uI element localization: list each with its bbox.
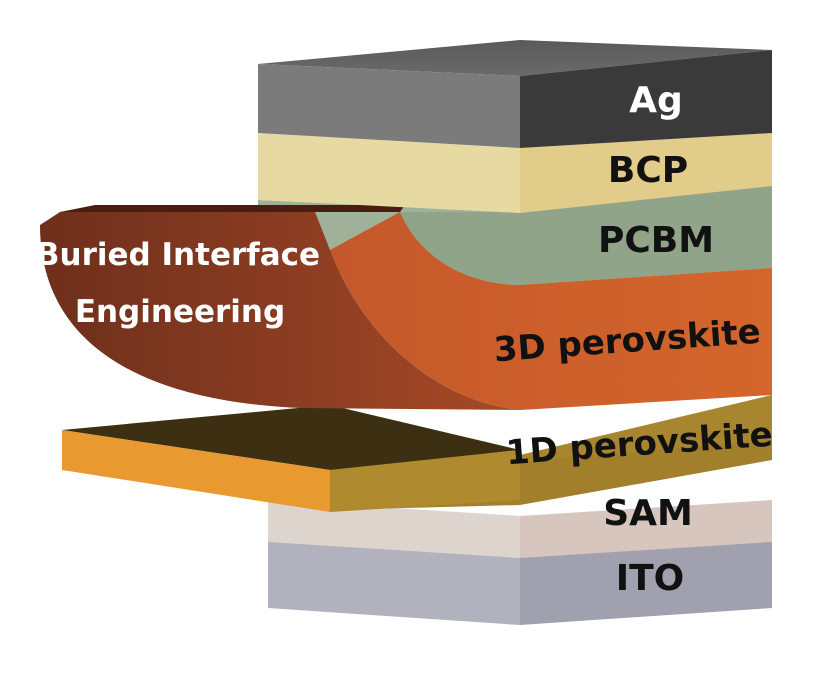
label-pcbm: PCBM bbox=[598, 220, 714, 261]
layer-bcp bbox=[258, 133, 772, 213]
callout-line-2: Engineering bbox=[75, 294, 285, 330]
layer-ag bbox=[258, 40, 772, 148]
label-ito: ITO bbox=[616, 558, 685, 599]
layer-1d-perovskite-slab bbox=[62, 405, 520, 512]
layer-sam bbox=[268, 500, 772, 558]
buried-interface-peel bbox=[40, 205, 520, 410]
callout-line-1: Buried Interface bbox=[36, 237, 320, 273]
label-ag: Ag bbox=[629, 80, 683, 121]
layer-ito bbox=[268, 540, 772, 625]
layer-3d-perovskite bbox=[330, 212, 772, 410]
label-sam: SAM bbox=[603, 493, 693, 534]
label-bcp: BCP bbox=[608, 150, 688, 191]
